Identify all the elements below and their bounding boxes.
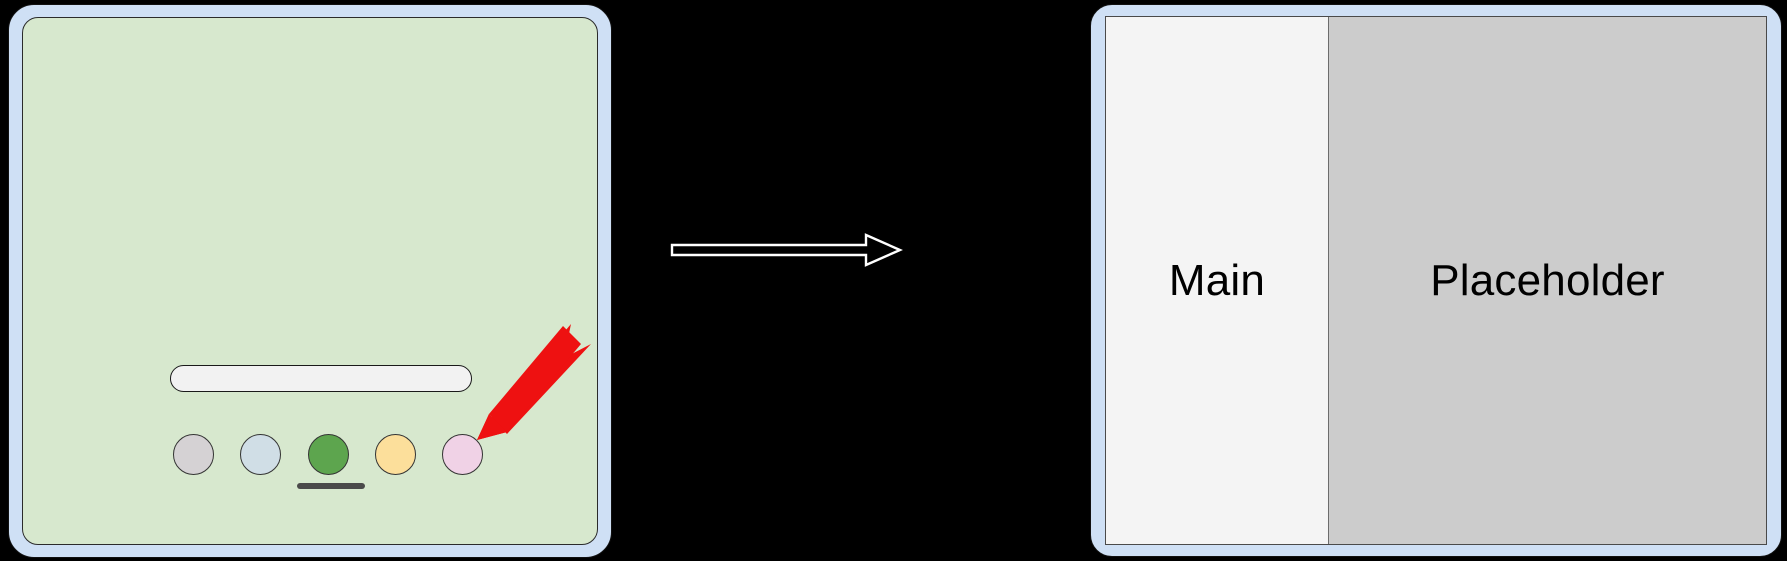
right-device-bezel: Main Placeholder [1090, 4, 1782, 557]
dock-icon-2[interactable] [240, 433, 282, 475]
dock-icon-1[interactable] [173, 433, 214, 475]
transition-arrow-icon [670, 233, 903, 267]
pane-placeholder[interactable]: Placeholder [1329, 17, 1766, 544]
pane-placeholder-label: Placeholder [1430, 255, 1665, 305]
pane-main-label: Main [1168, 255, 1266, 305]
left-device-screen [22, 17, 598, 545]
dock [173, 428, 483, 480]
dock-icon-4[interactable] [374, 433, 416, 475]
right-device-screen: Main Placeholder [1105, 16, 1767, 545]
home-indicator [297, 483, 365, 489]
search-input[interactable] [170, 365, 472, 392]
dock-icon-3[interactable] [307, 433, 349, 475]
dock-icon-5[interactable] [442, 433, 483, 475]
pane-main[interactable]: Main [1106, 17, 1329, 544]
left-device-bezel [8, 4, 612, 558]
